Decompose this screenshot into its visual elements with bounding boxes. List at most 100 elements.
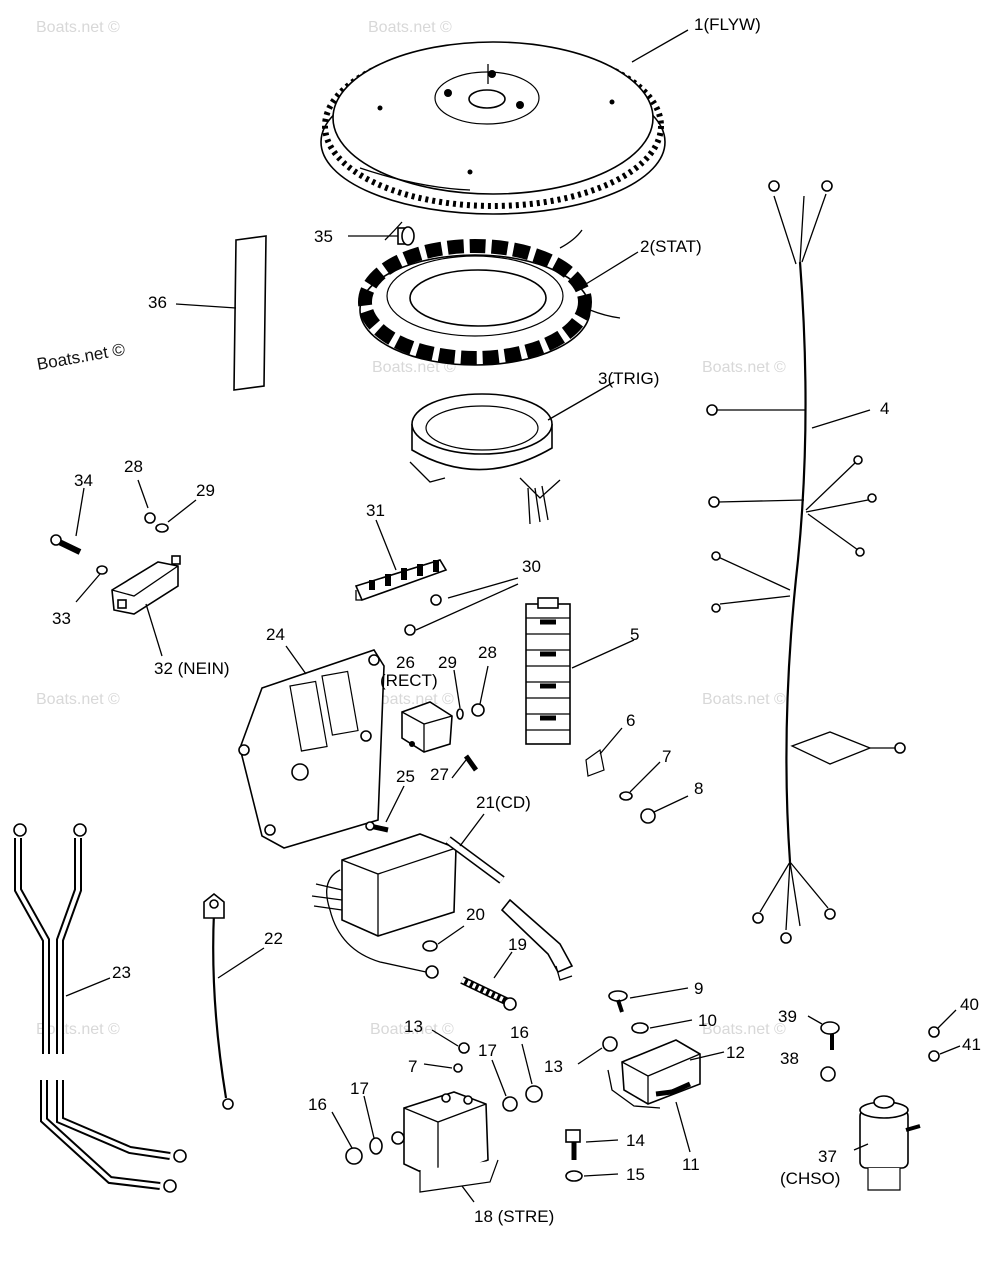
regulator-12	[607, 1039, 725, 1153]
label-16a: 16	[308, 1095, 327, 1114]
screw-25	[365, 785, 405, 833]
label-36: 36	[148, 293, 167, 312]
label-35: 35	[314, 227, 333, 246]
label-26-rect: (RECT)	[380, 671, 438, 690]
watermark: Boats.net ©	[702, 691, 786, 708]
label-15: 15	[626, 1165, 645, 1184]
watermark: Boats.net ©	[36, 691, 120, 708]
screw-34	[50, 487, 85, 555]
nut-40	[928, 1009, 957, 1038]
label-22: 22	[264, 929, 283, 948]
nut-38	[820, 1066, 836, 1082]
label-13a: 13	[404, 1017, 423, 1036]
leader-lines	[547, 29, 689, 421]
label-19: 19	[508, 935, 527, 954]
watermark: Boats.net ©	[372, 359, 456, 376]
label-41: 41	[962, 1035, 981, 1054]
nut-16a	[331, 1111, 363, 1165]
screw-28a	[137, 479, 156, 524]
label-7b: 7	[408, 1057, 417, 1076]
screw-8	[640, 795, 689, 824]
trigger	[409, 393, 561, 525]
label-39: 39	[778, 1007, 797, 1026]
terminal-block-5	[525, 597, 635, 745]
label-4: 4	[880, 399, 889, 418]
washer-15	[565, 1170, 619, 1182]
washer-17a	[363, 1095, 383, 1155]
watermark: Boats.net ©	[36, 19, 120, 36]
screw-35	[348, 226, 415, 246]
label-8: 8	[694, 779, 703, 798]
rectifier-26	[401, 701, 453, 753]
watermark: Boats.net ©	[368, 19, 452, 36]
label-25: 25	[396, 767, 415, 786]
label-20: 20	[466, 905, 485, 924]
cd-module-21	[311, 813, 574, 981]
label-37-chso: (CHSO)	[780, 1169, 840, 1188]
label-29b: 29	[438, 653, 457, 672]
label-28a: 28	[124, 457, 143, 476]
label-2: 2(STAT)	[640, 237, 702, 256]
screw-7b	[423, 1063, 463, 1073]
strip-36	[175, 235, 267, 391]
washer-41	[928, 1045, 961, 1062]
screw-28b	[471, 665, 489, 717]
washer-29a	[155, 499, 197, 533]
label-33: 33	[52, 609, 71, 628]
battery-cables-23	[13, 823, 187, 1193]
screw-27	[451, 754, 479, 779]
screws-30	[404, 577, 519, 636]
watermark: Boats.net ©	[702, 359, 786, 376]
screw-19	[460, 951, 517, 1011]
stator	[358, 221, 621, 366]
label-37: 37	[818, 1147, 837, 1166]
label-17b: 17	[478, 1041, 497, 1060]
washer-7	[619, 761, 661, 801]
label-18: 18 (STRE)	[474, 1207, 554, 1226]
nut-13b	[577, 1036, 618, 1065]
washer-29b	[453, 669, 464, 720]
label-13b: 13	[544, 1057, 563, 1076]
label-9: 9	[694, 979, 703, 998]
label-30: 30	[522, 557, 541, 576]
label-26: 26	[396, 653, 415, 672]
clip-6	[585, 727, 623, 777]
watermark: Boats.net ©	[370, 1021, 454, 1038]
label-24: 24	[266, 625, 285, 644]
label-14: 14	[626, 1131, 645, 1150]
label-10: 10	[698, 1011, 717, 1030]
washer-33	[75, 565, 108, 603]
part-labels: 1(FLYW) 2(STAT) 3(TRIG) 4 5 6 7 7 8 9 10…	[52, 15, 981, 1226]
choke-solenoid-37	[853, 1095, 921, 1191]
mounting-plate-24	[238, 645, 385, 849]
label-31: 31	[366, 501, 385, 520]
label-21: 21(CD)	[476, 793, 531, 812]
ground-wire-22	[203, 892, 265, 1110]
watermark: Boats.net ©	[702, 1021, 786, 1038]
label-32: 32 (NEIN)	[154, 659, 230, 678]
label-7a: 7	[662, 747, 671, 766]
washer-17b	[491, 1059, 518, 1112]
harness	[706, 180, 906, 944]
label-3: 3(TRIG)	[598, 369, 659, 388]
washer-20	[422, 925, 465, 952]
label-6: 6	[626, 711, 635, 730]
washer-10	[631, 1019, 693, 1034]
starter-solenoid-18	[391, 1091, 499, 1203]
label-38: 38	[780, 1049, 799, 1068]
label-1: 1(FLYW)	[694, 15, 761, 34]
label-28b: 28	[478, 643, 497, 662]
nut-16b	[521, 1043, 543, 1103]
label-5: 5	[630, 625, 639, 644]
label-17a: 17	[350, 1079, 369, 1098]
label-11: 11	[682, 1155, 700, 1174]
label-29a: 29	[196, 481, 215, 500]
label-12: 12	[726, 1043, 745, 1062]
label-16b: 16	[510, 1023, 529, 1042]
flywheel	[320, 41, 666, 215]
label-40: 40	[960, 995, 979, 1014]
screw-9	[608, 987, 689, 1013]
nut-13a	[431, 1029, 470, 1054]
